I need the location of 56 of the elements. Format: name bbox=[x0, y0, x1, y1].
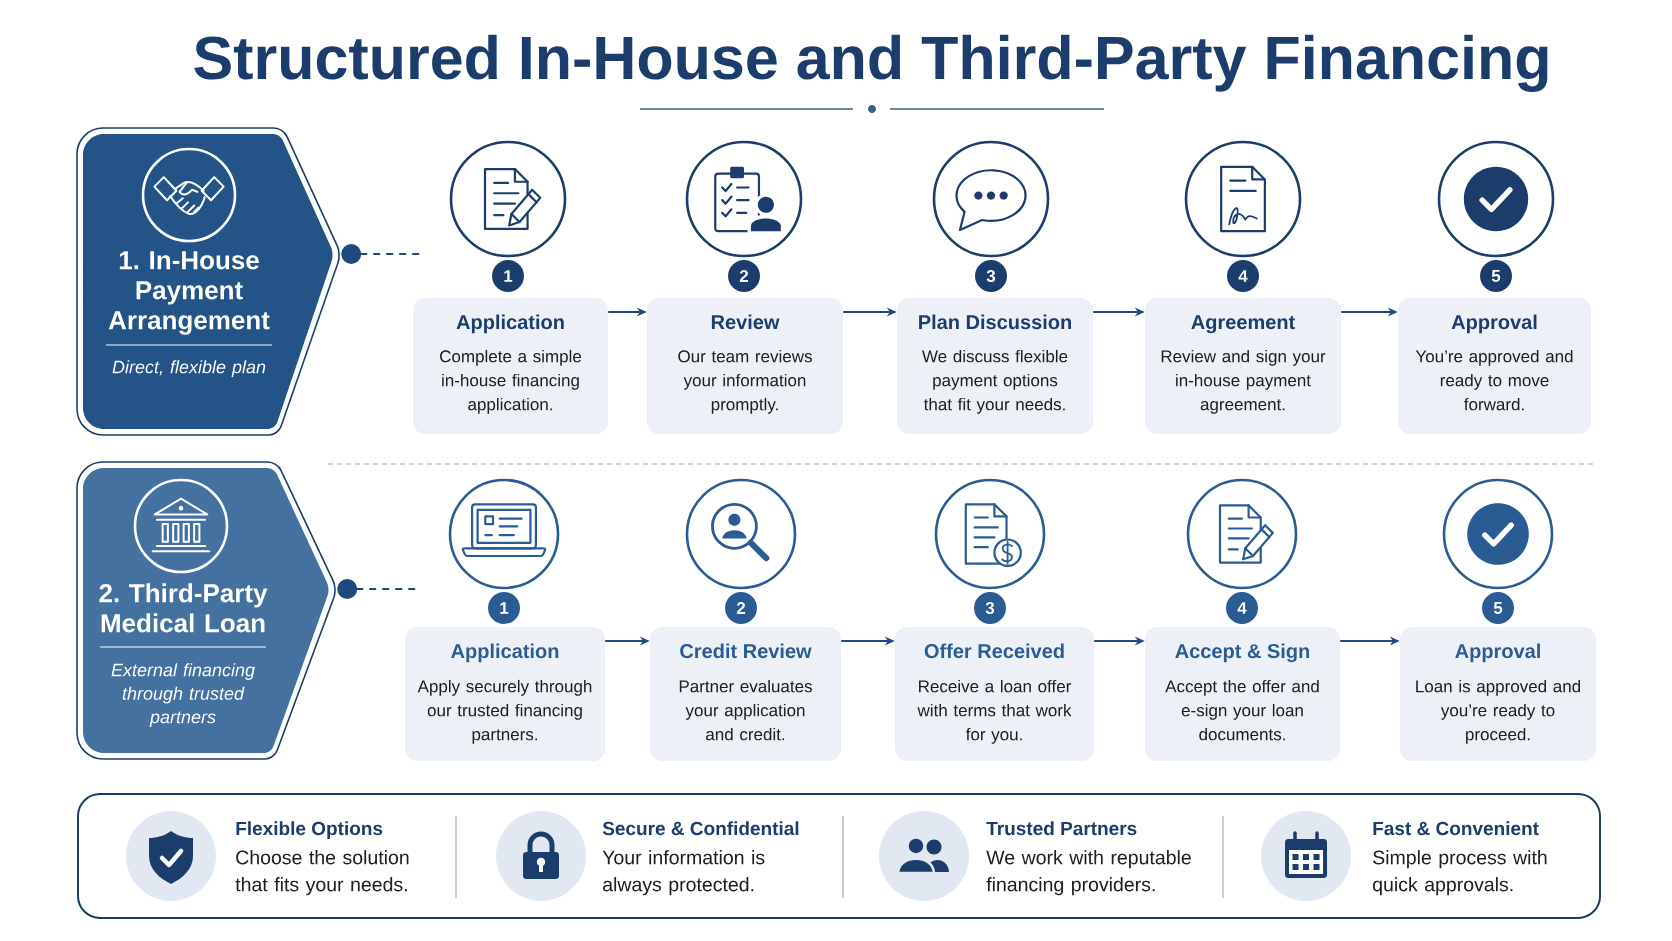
number-badge: 3 bbox=[974, 592, 1006, 624]
step-title: Application bbox=[456, 314, 564, 334]
number-badge: 4 bbox=[1226, 592, 1258, 624]
panel-subtitle: External financing through trusted partners bbox=[111, 663, 255, 727]
step-title: Offer Received bbox=[924, 643, 1064, 659]
step-title: Review bbox=[711, 314, 780, 330]
number-badge: 1 bbox=[492, 260, 524, 292]
panel-title: 1. In-House Payment Arrangement bbox=[108, 251, 270, 335]
feature-title: Flexible Options bbox=[236, 821, 383, 839]
chevron-panel bbox=[76, 461, 336, 760]
feature-title: Secure & Confidential bbox=[602, 821, 799, 836]
step-title: Plan Discussion bbox=[919, 314, 1071, 330]
step-card bbox=[1145, 627, 1340, 761]
feature-text: Choose the solution that fits your needs. bbox=[235, 850, 409, 896]
number-badge: 5 bbox=[1482, 592, 1514, 624]
step-title: Agreement bbox=[1191, 315, 1295, 334]
step-description: Complete a simple in-house financing application. bbox=[440, 349, 582, 414]
feature-text: We work with reputable financing providers. bbox=[986, 850, 1191, 896]
feature-bar bbox=[77, 793, 1601, 919]
step-card bbox=[647, 298, 843, 434]
step-card bbox=[1400, 627, 1596, 761]
number-badge: 4 bbox=[1227, 260, 1259, 292]
step-description: Our team reviews your information promptly. bbox=[678, 349, 812, 414]
step-title: Approval bbox=[1451, 314, 1537, 334]
step-card bbox=[413, 298, 608, 434]
step-card bbox=[1398, 298, 1591, 434]
step-title: Credit Review bbox=[680, 643, 812, 659]
step-description: Loan is approved and you’re ready to proceed. bbox=[1416, 679, 1581, 744]
number-badge: 2 bbox=[728, 260, 760, 292]
number-badge: 2 bbox=[725, 592, 757, 624]
step-card bbox=[895, 627, 1094, 761]
number-badge: 5 bbox=[1480, 260, 1512, 292]
step-card bbox=[405, 627, 605, 761]
step-description: Review and sign your in-house payment agreement. bbox=[1161, 349, 1326, 414]
panel-subtitle: Direct, flexible plan bbox=[112, 360, 266, 377]
step-description: Accept the offer and e-sign your loan documents. bbox=[1165, 679, 1319, 741]
step-card bbox=[897, 298, 1093, 434]
step-description: We discuss flexible payment options that fit your needs. bbox=[922, 349, 1068, 414]
step-card bbox=[1145, 298, 1341, 434]
step-title: Application bbox=[451, 643, 559, 663]
feature-text: Simple process with quick approvals. bbox=[1373, 850, 1547, 896]
step-description: Receive a loan offer with terms that work for you. bbox=[917, 679, 1072, 744]
chevron-panel bbox=[76, 127, 340, 436]
step-title: Approval bbox=[1455, 643, 1540, 663]
panel-title: 2. Third-Party Medical Loan bbox=[99, 583, 268, 633]
step-card bbox=[650, 627, 841, 761]
feature-title: Trusted Partners bbox=[986, 821, 1137, 836]
feature-text: Your information is always protected. bbox=[602, 850, 765, 896]
step-description: Partner evaluates your application and credit. bbox=[679, 679, 812, 741]
step-description: Apply securely through our trusted financing partners. bbox=[417, 679, 592, 744]
step-description: You’re approved and ready to move forward. bbox=[1415, 349, 1573, 411]
number-badge: 1 bbox=[488, 592, 520, 624]
number-badge: 3 bbox=[975, 260, 1007, 292]
step-title: Accept & Sign bbox=[1175, 643, 1310, 663]
feature-title: Fast & Convenient bbox=[1373, 821, 1539, 836]
title: Structured In-House and Third-Party Financing bbox=[194, 34, 1548, 92]
